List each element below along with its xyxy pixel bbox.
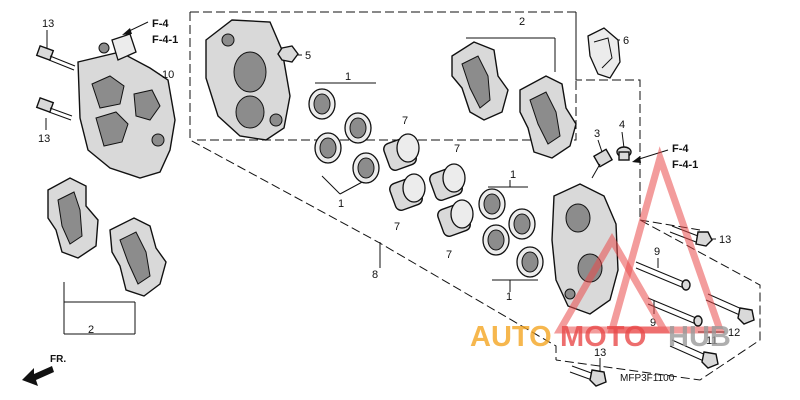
nut-5 [277,45,299,63]
pad-spring-6 [587,27,621,79]
callout-13-top: 13 [42,18,54,30]
callout-11: 11 [706,335,717,347]
callout-13-bottom: 13 [594,347,606,359]
piston-seals-lower [478,188,544,278]
piston-seals-upper [308,88,380,184]
left-brake-pad-b [109,217,167,297]
bolt-13-top [35,45,76,71]
callout-2-left: 2 [88,324,94,336]
callout-10: 10 [162,69,174,81]
watermark-word-hub: HUB [668,321,731,353]
front-label: FR. [50,354,66,365]
callout-numbers: 13 13 10 2 5 1 1 7 7 7 7 8 2 6 3 4 1 1 1… [38,16,740,359]
caliper-body-half [205,19,291,141]
reference-labels: F-4 F-4-1 F-4 F-4-1 [122,18,698,171]
callout-7-a: 7 [402,115,408,127]
callout-7-d: 7 [446,249,452,261]
callout-8: 8 [372,269,378,281]
callout-7-b: 7 [454,143,460,155]
callout-12: 12 [728,327,740,339]
bolt-12 [705,293,755,325]
pin-9-upper [635,261,691,291]
ref-right-f41: F-4-1 [672,159,698,171]
callout-9-b: 9 [650,317,656,329]
callout-3: 3 [594,128,600,140]
pistons [383,133,474,237]
front-direction-arrow: FR. [22,354,66,386]
bolt-11 [669,339,719,369]
callout-6: 6 [623,35,629,47]
callout-1-top: 1 [345,71,351,83]
cap-4 [616,146,632,161]
diagram-code: MFP3F1100 [620,373,675,384]
right-caliper-half [551,183,619,315]
top-brake-pad-b [519,75,577,159]
callout-13-right: 13 [719,234,731,246]
left-caliper-assembly [77,33,176,179]
bolt-13-left [35,97,73,121]
callout-1-right-top: 1 [510,169,516,181]
bolt-13-bottom [569,365,607,387]
assembly-outlines [189,11,761,381]
callout-1-right-bot: 1 [506,291,512,303]
top-brake-pad-a [451,41,509,121]
ref-left-f4: F-4 [152,18,169,30]
callout-2-top: 2 [519,16,525,28]
callout-9-a: 9 [654,246,660,258]
callout-7-c: 7 [394,221,400,233]
watermark-word-moto: MOTO [560,321,646,353]
pin-9-lower [647,297,703,327]
watermark-logo: AUTO MOTO HUB [470,146,731,353]
watermark-word-auto: AUTO [470,321,552,353]
left-brake-pad-a [47,177,99,259]
callout-4: 4 [619,119,625,131]
callout-5: 5 [305,50,311,62]
callout-13-left: 13 [38,133,50,145]
bleeder-3 [591,148,614,179]
ref-right-f4: F-4 [672,143,689,155]
ref-left-f41: F-4-1 [152,34,178,46]
callout-1-mid: 1 [338,198,344,210]
